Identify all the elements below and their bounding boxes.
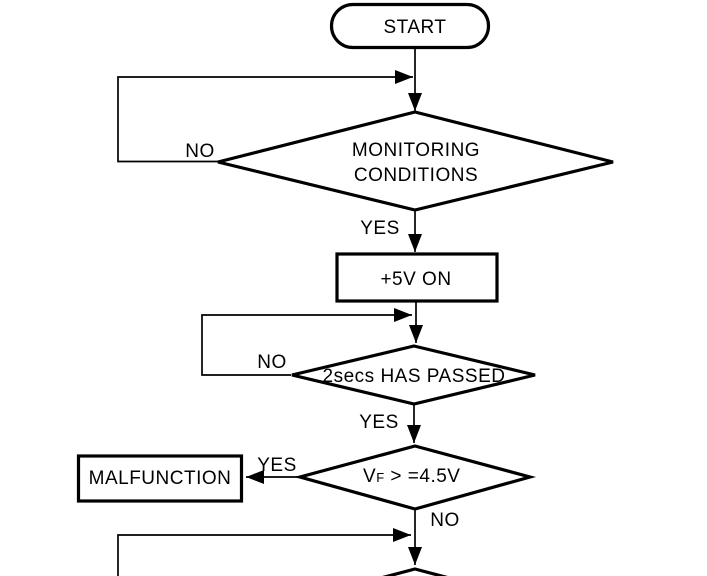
vf-label-rest: > =4.5V <box>385 466 461 487</box>
2secs-no-label: NO <box>257 352 287 373</box>
2secs-label: 2secs HAS PASSED <box>323 366 506 387</box>
monitoring-no-label: NO <box>185 141 215 162</box>
5v-on-label: +5V ON <box>380 269 451 290</box>
monitoring-label-line2: CONDITIONS <box>354 165 478 186</box>
vf-label: VF > =4.5V <box>363 466 460 487</box>
monitoring-yes-label: YES <box>360 218 400 239</box>
node-2secs-decision <box>291 344 536 406</box>
vf-yes-label: YES <box>257 455 297 476</box>
edge-bottom-merge-loop <box>117 528 411 576</box>
node-malfunction-process <box>76 454 244 503</box>
monitoring-label-line1: MONITORING <box>352 140 480 161</box>
vf-label-v: V <box>363 466 376 487</box>
vf-label-f-subscript: F <box>376 470 384 485</box>
2secs-yes-label: YES <box>359 412 399 433</box>
malfunction-label: MALFUNCTION <box>89 468 232 489</box>
node-vf-decision <box>293 444 537 511</box>
node-5v-on-process <box>335 252 499 303</box>
edge-2secs-no-loop <box>201 308 412 376</box>
start-label: START <box>383 17 446 38</box>
edge-monitoring-no-loop <box>117 70 413 163</box>
node-monitoring-decision <box>217 110 614 212</box>
vf-no-label: NO <box>430 510 460 531</box>
node-partial-bottom-decision <box>382 567 448 576</box>
node-start-terminal <box>329 2 491 50</box>
